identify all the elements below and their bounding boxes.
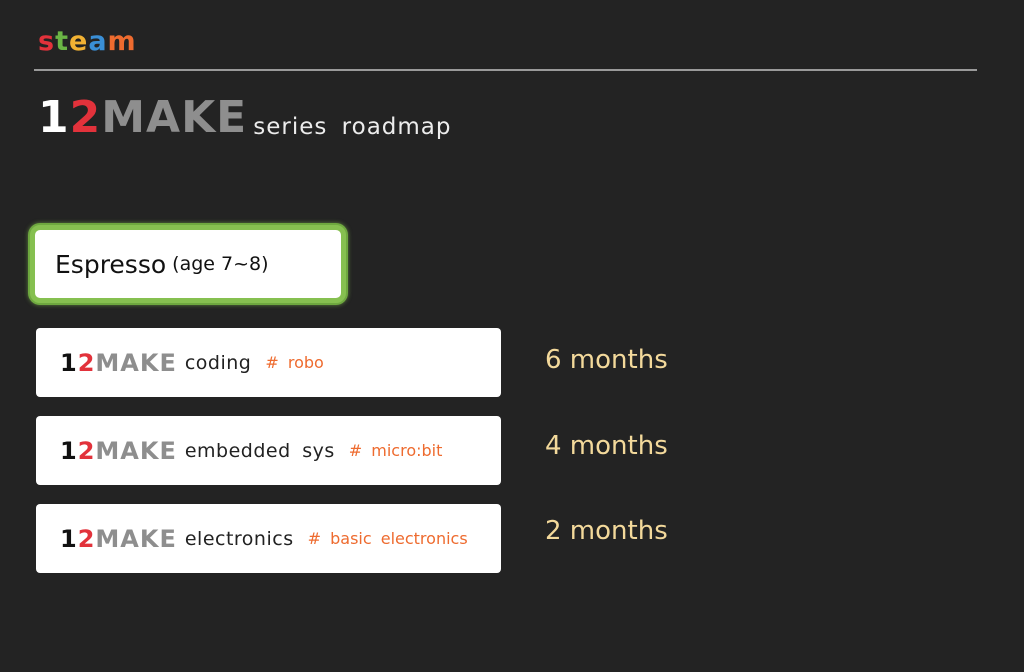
course-name: coding <box>184 351 252 374</box>
steam-letter: m <box>107 26 137 57</box>
steam-letter: e <box>69 26 89 57</box>
stage-age: (age 7~8) <box>172 253 269 275</box>
stage-box-espresso: Espresso (age 7~8) <box>30 225 346 303</box>
logo-one: 1 <box>60 436 78 465</box>
12make-logo: 12MAKE <box>60 525 177 553</box>
steam-letter: s <box>38 26 56 57</box>
steam-letter: t <box>55 26 69 57</box>
steam-logo: steam <box>38 26 137 57</box>
course-name: embedded sys <box>184 439 335 462</box>
logo-make: MAKE <box>95 524 177 553</box>
12make-logo: 12MAKE <box>38 90 247 146</box>
logo-make: MAKE <box>95 348 177 377</box>
logo-one: 1 <box>38 92 70 143</box>
course-tag: # micro:bit <box>348 441 443 460</box>
course-duration: 4 months <box>545 431 668 461</box>
logo-two: 2 <box>77 348 96 377</box>
course-name: electronics <box>184 527 294 550</box>
logo-one: 1 <box>60 524 78 553</box>
course-card-coding[interactable]: 12MAKE coding # robo <box>36 328 501 397</box>
logo-two: 2 <box>69 92 102 143</box>
logo-two: 2 <box>77 436 96 465</box>
page-title: 12MAKE series roadmap <box>38 90 452 146</box>
logo-two: 2 <box>77 524 96 553</box>
logo-make: MAKE <box>101 92 248 143</box>
stage-name: Espresso <box>55 249 167 279</box>
course-duration: 6 months <box>545 345 668 375</box>
12make-logo: 12MAKE <box>60 349 177 377</box>
course-card-embedded-sys[interactable]: 12MAKE embedded sys # micro:bit <box>36 416 501 485</box>
page-subtitle: series roadmap <box>253 114 452 140</box>
logo-one: 1 <box>60 348 78 377</box>
12make-logo: 12MAKE <box>60 437 177 465</box>
course-tag: # basic electronics <box>307 529 468 548</box>
course-duration: 2 months <box>545 516 668 546</box>
course-tag: # robo <box>265 353 324 372</box>
logo-make: MAKE <box>95 436 177 465</box>
course-card-electronics[interactable]: 12MAKE electronics # basic electronics <box>36 504 501 573</box>
steam-letter: a <box>88 26 108 57</box>
header-divider <box>34 69 977 71</box>
